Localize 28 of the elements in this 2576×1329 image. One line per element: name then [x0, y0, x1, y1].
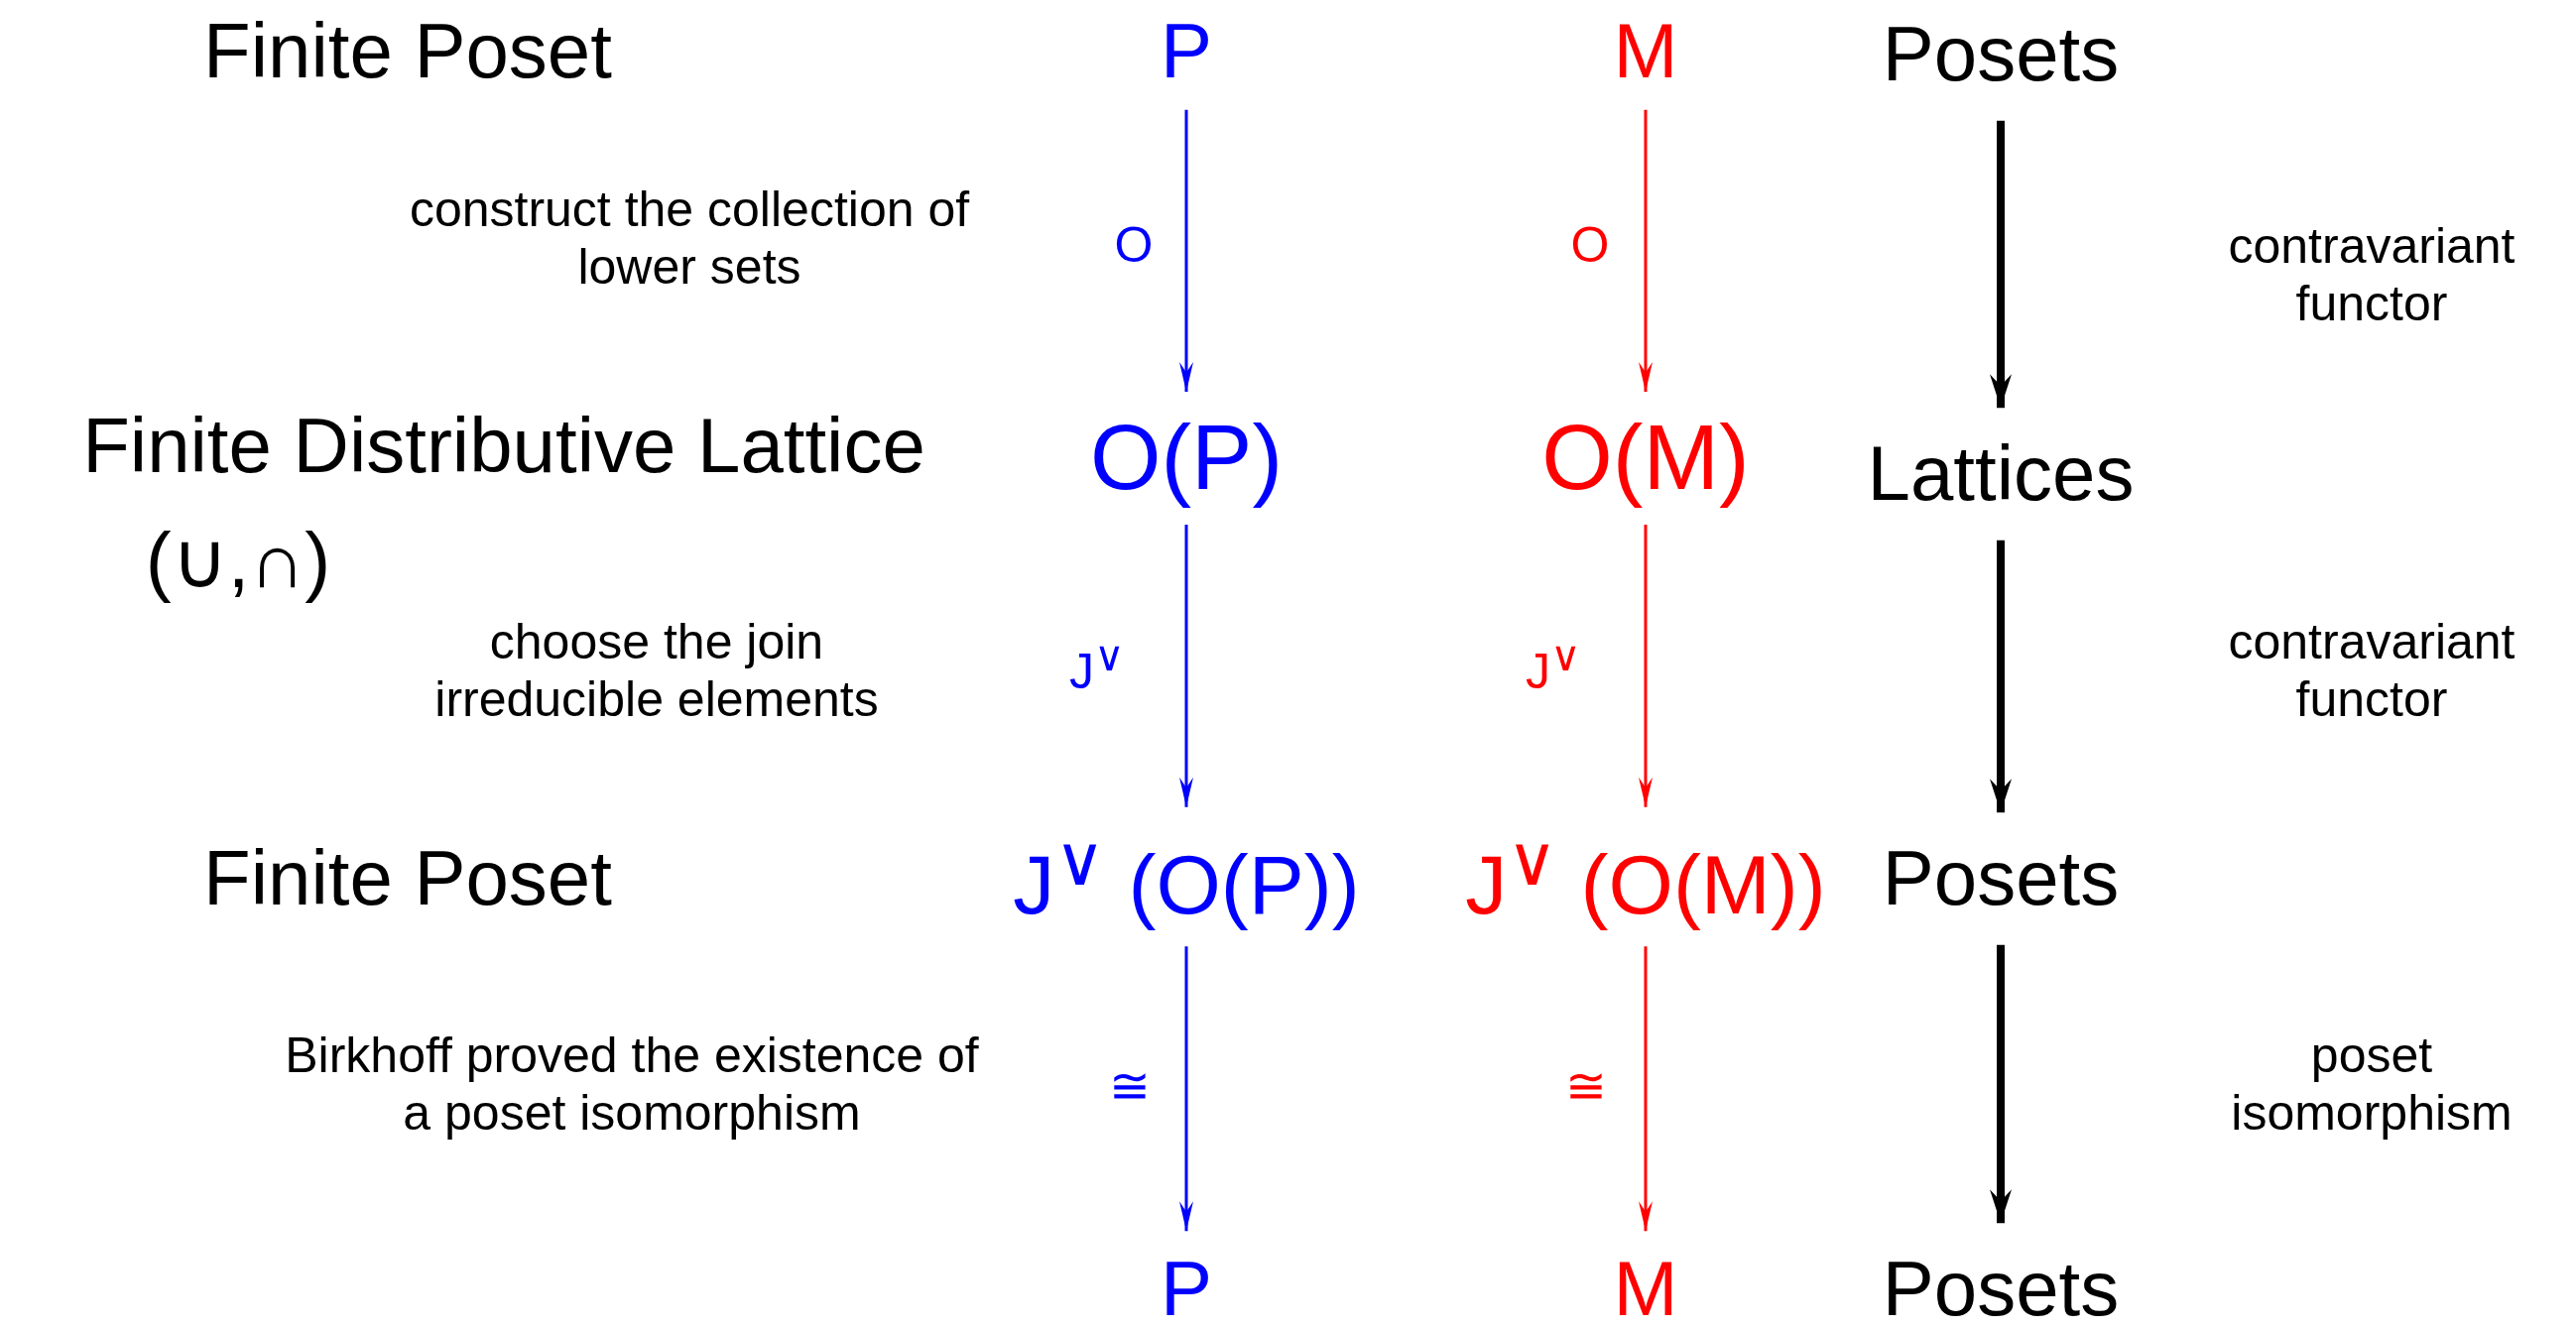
description-text: Birkhoff proved the existence of a poset isomorphism	[284, 1027, 980, 1142]
row-heading: Finite Poset	[203, 7, 612, 96]
category-label: Posets	[1882, 834, 2120, 923]
math-expression: J$^{∨}$ (O(P))	[1013, 820, 1360, 933]
arrow	[1179, 109, 1193, 393]
math-expression: M	[1613, 7, 1678, 96]
description-text: poset isomorphism	[2230, 1027, 2514, 1142]
row-heading: Finite Poset	[203, 834, 612, 923]
description-text: contravariant functor	[2227, 613, 2516, 728]
math-expression: P	[1161, 7, 1212, 96]
category-label: Posets	[1882, 1245, 2120, 1329]
description-text: contravariant functor	[2227, 217, 2516, 332]
arrow	[1179, 524, 1193, 807]
arrow	[1639, 109, 1653, 393]
description-text: construct the collection of lower sets	[408, 181, 971, 296]
math-expression: P	[1161, 1245, 1212, 1329]
math-expression: M	[1613, 1245, 1678, 1329]
arrow	[1179, 946, 1193, 1232]
arrow	[1639, 524, 1653, 807]
description-text: choose the join irreducible elements	[433, 613, 880, 728]
row-heading: Finite Distributive Lattice	[82, 402, 925, 491]
math-expression: J$^{∨}$ (O(M))	[1465, 820, 1826, 933]
math-expression: O(M)	[1541, 406, 1750, 511]
category-label: Posets	[1882, 10, 2120, 99]
category-label: Lattices	[1867, 429, 2135, 519]
row-heading: (∪,∩)	[145, 517, 331, 606]
math-expression: O(P)	[1089, 406, 1284, 511]
arrow	[1639, 946, 1653, 1232]
